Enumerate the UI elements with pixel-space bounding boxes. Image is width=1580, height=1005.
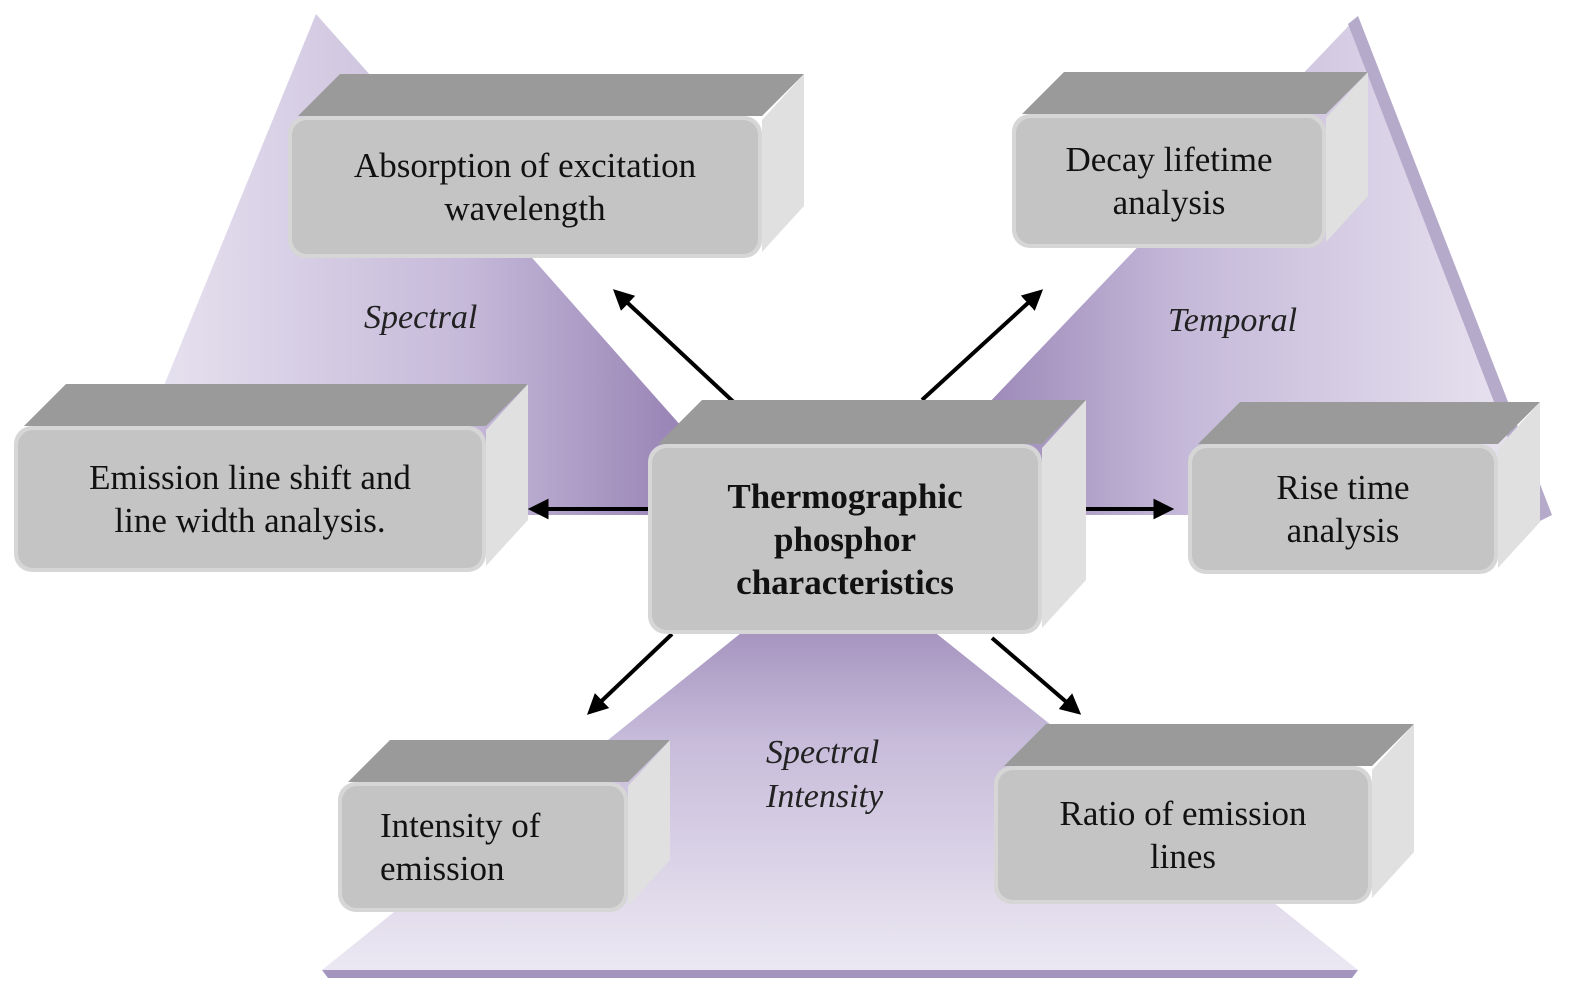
intensity-box-label: Intensity of emission bbox=[380, 782, 628, 912]
arrows-group bbox=[527, 289, 1175, 715]
intensity-box-side-face bbox=[628, 740, 670, 906]
absorption-box-front-face bbox=[292, 120, 758, 254]
intensity-box bbox=[338, 740, 670, 912]
emission-shift-label-line-2: line width analysis. bbox=[114, 501, 386, 540]
rise-box-front-face bbox=[1192, 448, 1494, 570]
center-box-front-face bbox=[652, 448, 1038, 630]
center-box bbox=[648, 400, 1086, 634]
temporal-triangle-edge bbox=[1348, 16, 1552, 521]
absorption-box-label: Absorption of excitation wavelength bbox=[288, 116, 762, 258]
rise-box-side-face bbox=[1498, 402, 1540, 568]
absorption-box bbox=[288, 74, 804, 258]
decay-box-label: Decay lifetime analysis bbox=[1012, 114, 1326, 248]
ratio-box-label: Ratio of emission lines bbox=[994, 766, 1372, 904]
rise-box-label: Rise time analysis bbox=[1188, 444, 1498, 574]
decay-box-side-face bbox=[1326, 72, 1368, 242]
arrow-to-absorption bbox=[612, 289, 742, 410]
rise-label-line-2: analysis bbox=[1286, 511, 1400, 550]
arrow-to-decay bbox=[920, 289, 1044, 402]
rise-box bbox=[1188, 402, 1540, 574]
decay-box-front-face bbox=[1016, 118, 1322, 244]
ratio-box-front-face bbox=[998, 770, 1368, 900]
boxes-group bbox=[14, 72, 1540, 912]
decay-label-line-1: Decay lifetime bbox=[1065, 140, 1273, 179]
ratio-box-top-face bbox=[1004, 724, 1414, 766]
ratio-box-side-face bbox=[1372, 724, 1414, 898]
arrow-to-ratio bbox=[990, 636, 1082, 715]
absorption-box-side-face bbox=[762, 74, 804, 252]
rise-box-top-face bbox=[1198, 402, 1540, 444]
emission-shift-box-front-face bbox=[18, 430, 482, 568]
region-label-spectral: Spectral bbox=[364, 299, 478, 336]
region-label-spectral-intensity-line-2: Intensity bbox=[766, 778, 884, 815]
intensity-label-line-1: Intensity of bbox=[380, 806, 541, 845]
intensity-triangle-base bbox=[322, 970, 1358, 978]
ratio-label-line-1: Ratio of emission bbox=[1059, 794, 1307, 833]
emission-shift-box-label: Emission line shift and line width analy… bbox=[14, 426, 486, 572]
region-label-spectral-intensity-line-1: Spectral bbox=[766, 734, 880, 771]
emission-shift-box-top-face bbox=[24, 384, 528, 426]
decay-label-line-2: analysis bbox=[1112, 183, 1226, 222]
temporal-triangle bbox=[882, 16, 1552, 515]
emission-shift-box-side-face bbox=[486, 384, 528, 566]
intensity-box-front-face bbox=[342, 786, 624, 908]
arrow-to-intensity bbox=[586, 632, 674, 715]
absorption-label-line-1: Absorption of excitation bbox=[353, 146, 697, 185]
center-label-line-1: Thermographic bbox=[727, 476, 963, 516]
ratio-box bbox=[994, 724, 1414, 904]
decay-box bbox=[1012, 72, 1368, 248]
intensity-box-top-face bbox=[348, 740, 670, 782]
absorption-box-top-face bbox=[298, 74, 804, 116]
region-label-temporal: Temporal bbox=[1168, 302, 1298, 339]
absorption-label-line-2: wavelength bbox=[444, 189, 606, 228]
center-label-line-3: characteristics bbox=[736, 562, 954, 602]
center-label-line-2: phosphor bbox=[773, 519, 917, 559]
emission-shift-box bbox=[14, 384, 528, 572]
center-box-side-face bbox=[1042, 400, 1086, 628]
center-box-label: Thermographic phosphor characteristics bbox=[648, 446, 1042, 632]
ratio-label-line-2: lines bbox=[1149, 837, 1217, 876]
region-label-spectral-intensity: Spectral Intensity bbox=[766, 731, 883, 819]
decay-box-top-face bbox=[1022, 72, 1368, 114]
emission-shift-label-line-1: Emission line shift and bbox=[89, 458, 411, 497]
intensity-label-line-2: emission bbox=[380, 849, 505, 888]
rise-label-line-1: Rise time bbox=[1276, 468, 1410, 507]
center-box-top-face bbox=[658, 400, 1086, 444]
